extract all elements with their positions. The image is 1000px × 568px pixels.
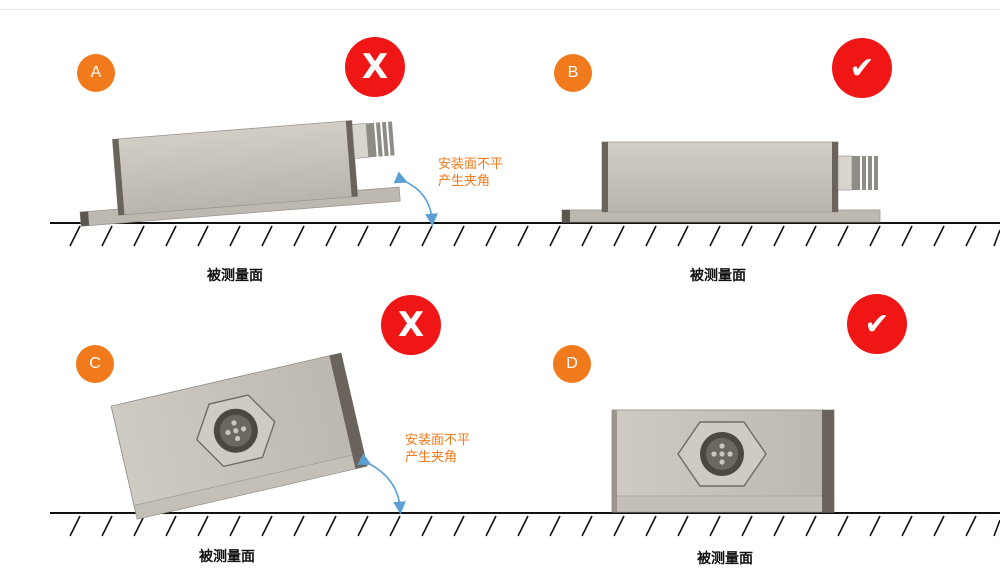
note-line: 安装面不平 <box>405 433 471 448</box>
note-line: 产生夹角 <box>438 174 491 189</box>
checkmark-icon: ✔ <box>832 38 892 98</box>
panel-d-badge: D <box>553 345 591 383</box>
sensor-front-tilted <box>110 352 368 520</box>
panel-c-ground-label: 被测量面 <box>199 549 255 565</box>
ground-surface-top <box>50 222 1000 247</box>
panel-a-ground-label: 被测量面 <box>207 268 263 284</box>
panel-d-ground-label: 被测量面 <box>697 551 753 567</box>
sensor-side-flat <box>561 141 881 223</box>
top-divider <box>0 9 1000 10</box>
checkmark-icon: ✔ <box>847 294 907 354</box>
panel-b-ground-label: 被测量面 <box>690 268 746 284</box>
panel-a-note: 安装面不平 产生夹角 <box>438 156 503 190</box>
cross-icon: X <box>381 295 441 355</box>
note-line: 安装面不平 <box>438 157 504 172</box>
note-line: 产生夹角 <box>405 450 458 465</box>
panel-c-badge: C <box>76 345 114 383</box>
sensor-front-flat <box>611 409 835 513</box>
angle-arrow-bottom <box>357 453 406 515</box>
ground-surface-bottom <box>50 512 1000 537</box>
panel-b-badge: B <box>554 54 592 92</box>
sensor-side-tilted <box>79 120 401 227</box>
panel-a-badge: A <box>77 54 115 92</box>
cross-icon: X <box>345 37 405 97</box>
panel-c-note: 安装面不平 产生夹角 <box>405 432 470 466</box>
angle-arrow-top <box>393 171 438 227</box>
